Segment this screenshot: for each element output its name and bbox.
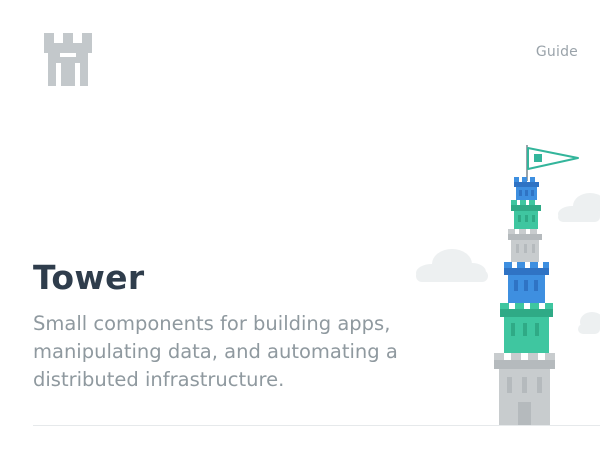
tower-tier-4 — [504, 262, 549, 303]
cloud-left-icon — [416, 249, 488, 282]
tower-tier-1 — [514, 177, 539, 200]
cloud-right-low-icon — [578, 312, 600, 334]
hero-title: Tower — [33, 258, 145, 297]
tower-tier-6 — [494, 353, 555, 425]
tower-tier-5 — [500, 303, 553, 353]
divider — [33, 425, 600, 426]
guide-link[interactable]: Guide — [535, 44, 578, 60]
tower-tier-2 — [511, 200, 541, 229]
stacked-tower-illustration — [416, 145, 600, 425]
hero-subtitle: Small components for building apps, mani… — [33, 312, 398, 391]
flag-icon — [526, 145, 579, 181]
cloud-right-icon — [558, 193, 600, 222]
tower-tier-3 — [508, 229, 542, 262]
castle-logo-icon[interactable] — [44, 33, 92, 86]
